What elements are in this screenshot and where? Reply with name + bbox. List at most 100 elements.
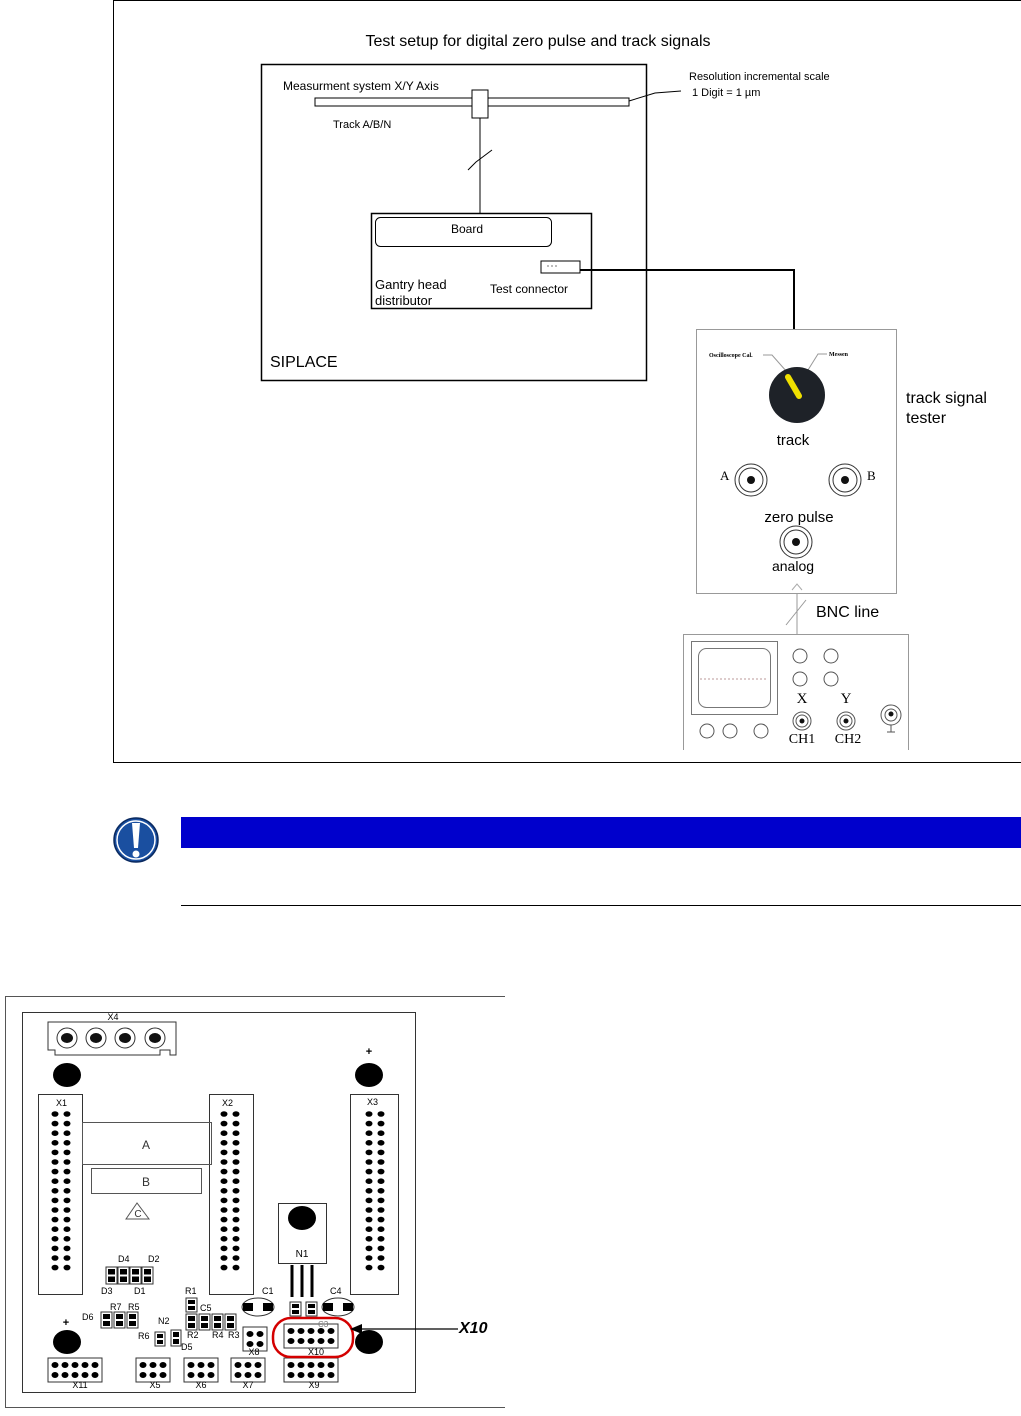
- smd-component: [105, 1266, 118, 1285]
- header-x9: [283, 1357, 339, 1383]
- d3-label: D3: [101, 1286, 113, 1296]
- bnc-line-label: BNC line: [816, 604, 879, 621]
- smd-component: [185, 1297, 198, 1313]
- x9-label: X9: [308, 1380, 319, 1390]
- c5-label: C5: [200, 1303, 212, 1313]
- track-label: Track A/B/N: [333, 119, 391, 131]
- regulator-n1: [278, 1203, 327, 1264]
- siplace-label: SIPLACE: [270, 354, 338, 371]
- capacitor: [321, 1297, 355, 1317]
- scope-knob[interactable]: [722, 723, 738, 739]
- knob-pointer: [785, 374, 802, 399]
- scope-knob[interactable]: [823, 648, 839, 664]
- area-a: [82, 1122, 212, 1165]
- cable-break-mark: [467, 149, 493, 171]
- smd-component: [113, 1311, 126, 1329]
- x10-highlight: [271, 1316, 355, 1359]
- smd-component: [224, 1313, 237, 1331]
- scope-ground-port[interactable]: [880, 704, 902, 733]
- smd-component: [141, 1266, 154, 1285]
- d4-label: D4: [118, 1254, 130, 1264]
- d2-label: D2: [148, 1254, 160, 1264]
- scope-knob[interactable]: [792, 648, 808, 664]
- scope-x-label: X: [797, 691, 808, 707]
- gantry-label-1: Gantry head: [375, 277, 447, 292]
- smd-component: [211, 1313, 224, 1331]
- header-x11: [47, 1357, 103, 1383]
- tester-label-2: tester: [906, 410, 947, 427]
- d5-label: D5: [181, 1342, 193, 1352]
- siplace-box: [260, 63, 648, 382]
- r7-label: R7: [110, 1302, 122, 1312]
- pcb-figure: X4 + + X1 X2 X3 A B C N1 D4 D2 D3 D1 R1: [5, 996, 505, 1408]
- x6-label: X6: [195, 1380, 206, 1390]
- test-connector: [540, 260, 581, 274]
- zero-pulse-label: zero pulse: [764, 509, 833, 526]
- diagram-title: Test setup for digital zero pulse and tr…: [365, 33, 710, 50]
- r4-label: R4: [212, 1330, 224, 1340]
- exclamation-icon: [113, 817, 159, 863]
- connector-x3: [350, 1094, 399, 1295]
- scope-ch2-label: CH2: [835, 732, 861, 747]
- resolution-label-2: 1 Digit = 1 µm: [692, 87, 760, 99]
- bnc-port-a[interactable]: [734, 463, 768, 497]
- x7-label: X7: [242, 1380, 253, 1390]
- oscilloscope: X Y CH1 CH2: [683, 634, 909, 750]
- x10-label: X10: [308, 1347, 324, 1357]
- osc-cal-label: Oscilloscope Cal.: [709, 353, 753, 359]
- analog-label: analog: [772, 558, 814, 574]
- notice-divider: [181, 905, 1021, 906]
- mounting-hole: [53, 1063, 81, 1087]
- n2-label: N2: [158, 1316, 170, 1326]
- r3-label: R3: [228, 1330, 240, 1340]
- scope-screen-frame: [691, 641, 778, 715]
- scale-read-head: [471, 89, 489, 119]
- port-b-label: B: [867, 468, 876, 483]
- d1-label: D1: [134, 1286, 146, 1296]
- scope-ch1-port[interactable]: [792, 711, 812, 731]
- track-heading: track: [777, 432, 810, 449]
- area-b-label: B: [142, 1175, 150, 1189]
- header-x8: [242, 1326, 268, 1352]
- test-connector-label: Test connector: [490, 282, 568, 296]
- bnc-port-b[interactable]: [828, 463, 862, 497]
- header-x5: [135, 1357, 171, 1383]
- scope-knob[interactable]: [753, 723, 769, 739]
- bnc-port-analog[interactable]: [779, 525, 813, 559]
- x5-label: X5: [149, 1380, 160, 1390]
- port-a-label: A: [720, 468, 730, 483]
- scope-ch2-port[interactable]: [836, 711, 856, 731]
- smd-component: [289, 1301, 302, 1317]
- mounting-hole: [355, 1330, 383, 1354]
- r5-label: R5: [128, 1302, 140, 1312]
- diagram-frame: [113, 0, 1021, 763]
- gantry-head-distributor-box: [370, 212, 593, 310]
- x11-label: X11: [72, 1380, 87, 1390]
- pin-header: [220, 1111, 240, 1271]
- scope-knob[interactable]: [823, 671, 839, 687]
- bnc-break-mark: [785, 599, 807, 626]
- scope-ch1-label: CH1: [789, 732, 815, 747]
- pcb-outline: [22, 1012, 416, 1393]
- r6-label: R6: [138, 1331, 150, 1341]
- smd-component: [198, 1313, 211, 1331]
- x4-label: X4: [107, 1012, 118, 1022]
- area-c-triangle: [125, 1202, 150, 1220]
- c4-label: C4: [330, 1286, 342, 1296]
- measurement-system-label: Measurment system X/Y Axis: [283, 79, 439, 93]
- connector-x1: [38, 1094, 83, 1295]
- pin-header: [51, 1111, 71, 1271]
- callout-arrow-icon: [350, 1324, 362, 1334]
- smd-component: [100, 1311, 113, 1329]
- scope-knob[interactable]: [699, 723, 715, 739]
- scope-knob[interactable]: [792, 671, 808, 687]
- smd-component: [154, 1331, 166, 1347]
- x3-label: X3: [367, 1097, 378, 1107]
- scope-screen: [698, 648, 771, 708]
- gantry-label-2: distributor: [375, 293, 433, 308]
- header-x10: [283, 1323, 339, 1349]
- resolution-label-1: Resolution incremental scale: [689, 71, 830, 83]
- osc-cal-leader: [763, 354, 788, 373]
- tester-label-1: track signal: [906, 390, 987, 407]
